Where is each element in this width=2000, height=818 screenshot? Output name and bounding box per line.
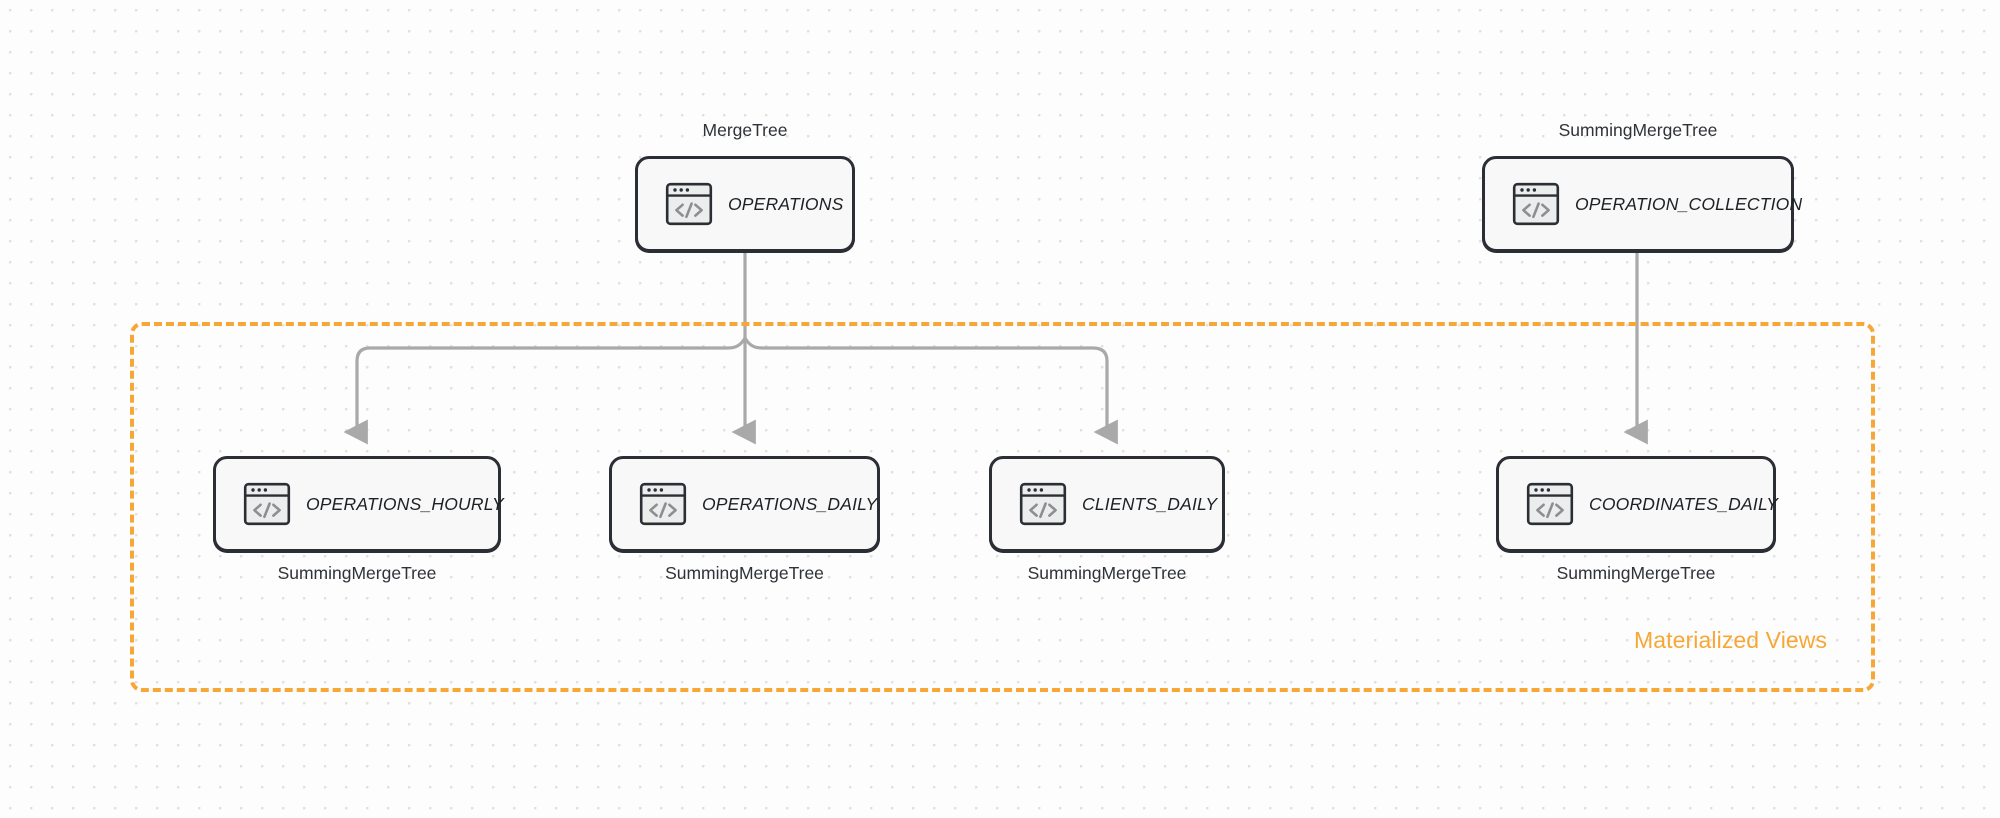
node-coordinates-daily[interactable]: COORDINATES_DAILY — [1496, 456, 1778, 552]
materialized-views-group-label: Materialized Views — [1634, 627, 1828, 653]
node-label-clients-daily: CLIENTS_DAILY — [1082, 493, 1218, 514]
node-label-operations: OPERATIONS — [728, 193, 844, 214]
code-window-icon — [1526, 482, 1574, 526]
node-label-operations-daily: OPERATIONS_DAILY — [702, 493, 878, 514]
node-label-coordinates-daily: COORDINATES_DAILY — [1589, 493, 1779, 514]
node-label-operations-hourly: OPERATIONS_HOURLY — [306, 493, 504, 514]
node-operations-daily[interactable]: OPERATIONS_DAILY — [609, 456, 880, 552]
code-window-icon — [1512, 182, 1560, 226]
materialized-views-group — [130, 322, 1875, 692]
engine-caption-operations: MergeTree — [702, 120, 788, 140]
engine-caption-coordinates-daily: SummingMergeTree — [1556, 563, 1716, 583]
node-operations[interactable]: OPERATIONS — [635, 156, 855, 252]
code-window-icon — [665, 182, 713, 226]
code-window-icon — [243, 482, 291, 526]
engine-caption-operations-daily: SummingMergeTree — [665, 563, 824, 583]
node-clients-daily[interactable]: CLIENTS_DAILY — [989, 456, 1225, 552]
code-window-icon — [1019, 482, 1067, 526]
engine-caption-operation-collection: SummingMergeTree — [1558, 120, 1718, 140]
node-operations-hourly[interactable]: OPERATIONS_HOURLY — [213, 456, 504, 552]
engine-caption-clients-daily: SummingMergeTree — [1027, 563, 1187, 583]
engine-caption-operations-hourly: SummingMergeTree — [277, 563, 437, 583]
code-window-icon — [639, 482, 687, 526]
node-label-operation-collection: OPERATION_COLLECTION — [1575, 193, 1803, 214]
node-operation-collection[interactable]: OPERATION_COLLECTION — [1482, 156, 1802, 252]
